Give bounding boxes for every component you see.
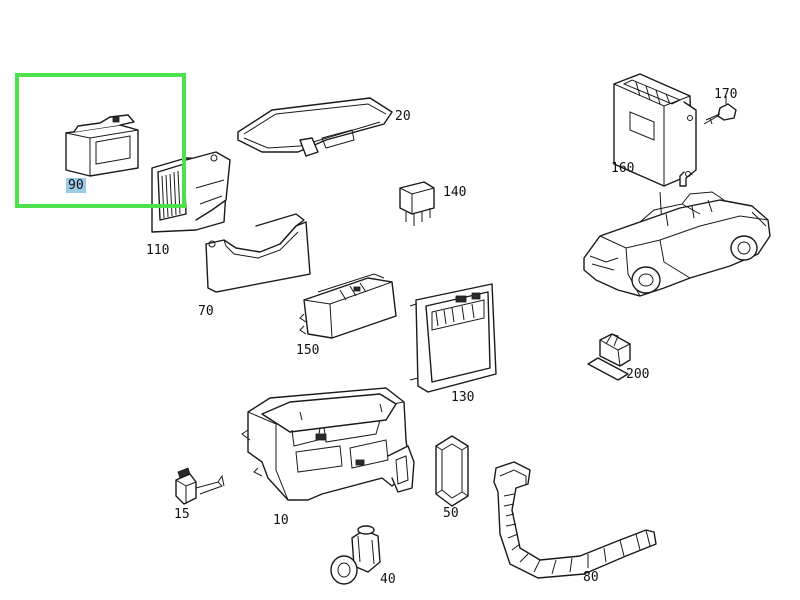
part-10-housing[interactable] xyxy=(241,387,415,501)
part-200-bracket[interactable] xyxy=(587,333,631,381)
part-label-20[interactable]: 20 xyxy=(395,109,411,124)
part-20-cover[interactable] xyxy=(237,97,393,157)
vehicle-roadster-icon xyxy=(583,191,771,297)
part-170-screw[interactable] xyxy=(703,96,737,125)
part-40-valve[interactable] xyxy=(330,525,381,585)
part-label-150[interactable]: 150 xyxy=(296,343,320,358)
part-label-170[interactable]: 170 xyxy=(714,87,738,102)
part-label-160[interactable]: 160 xyxy=(611,161,635,176)
part-label-80[interactable]: 80 xyxy=(583,570,599,585)
part-label-15[interactable]: 15 xyxy=(174,507,190,522)
part-label-10[interactable]: 10 xyxy=(273,513,289,528)
part-90-relay-box[interactable] xyxy=(65,114,139,177)
part-label-200[interactable]: 200 xyxy=(626,367,650,382)
part-160-control-module[interactable] xyxy=(613,73,697,187)
part-label-140[interactable]: 140 xyxy=(443,185,467,200)
selection-highlight-box xyxy=(15,73,186,208)
part-label-70[interactable]: 70 xyxy=(198,304,214,319)
part-70-shield-plate[interactable] xyxy=(205,213,311,293)
part-15-sensor-plug[interactable] xyxy=(175,467,225,505)
part-label-50[interactable]: 50 xyxy=(443,506,459,521)
part-label-110[interactable]: 110 xyxy=(146,243,170,258)
part-label-90[interactable]: 90 xyxy=(66,178,86,193)
part-50-gasket[interactable] xyxy=(435,435,469,507)
part-130-control-unit[interactable] xyxy=(409,283,497,393)
part-150-control-unit[interactable] xyxy=(299,273,397,339)
part-label-40[interactable]: 40 xyxy=(380,572,396,587)
part-140-relay[interactable] xyxy=(399,181,435,226)
part-80-corrugated-hose[interactable] xyxy=(493,461,657,579)
part-label-130[interactable]: 130 xyxy=(451,390,475,405)
